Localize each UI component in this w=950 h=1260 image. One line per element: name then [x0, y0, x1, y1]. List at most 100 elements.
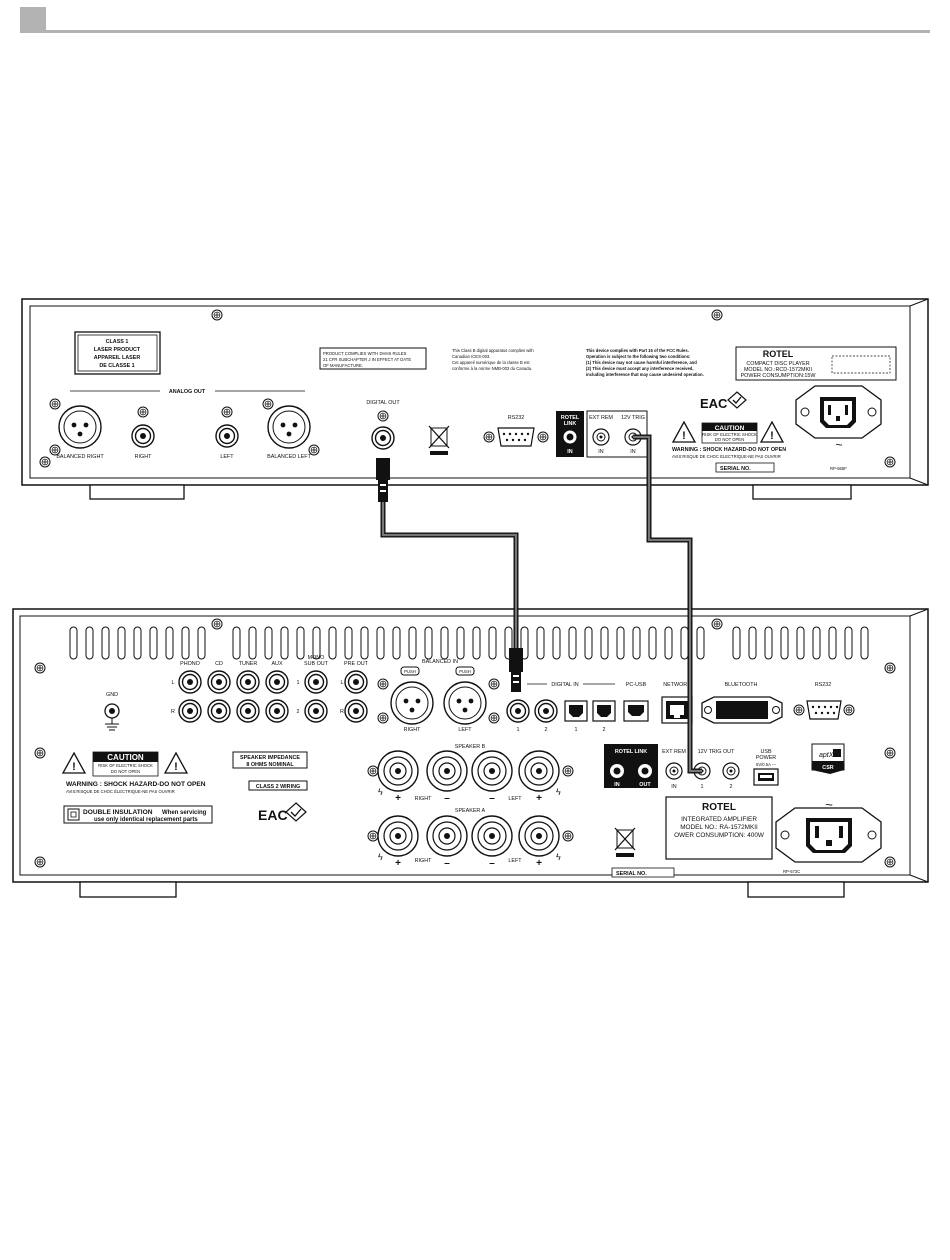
trig-label: 12V TRIG [621, 415, 645, 421]
right-label: RIGHT [415, 796, 432, 802]
screw-icon [211, 309, 223, 321]
speaker-a-left-plus[interactable] [518, 815, 560, 857]
phono-l-jack[interactable] [178, 670, 202, 694]
digital-out-jack[interactable] [371, 426, 395, 450]
canada-line: Cet appareil numérique de la classe B es… [452, 360, 530, 365]
plus-sign: + [395, 858, 401, 869]
network-port[interactable] [661, 696, 693, 724]
fcc-line: Operation is subject to the following tw… [586, 354, 690, 359]
speaker-b-left-minus[interactable] [471, 750, 513, 792]
model-code: RP-573C [783, 869, 800, 874]
speaker-b-label: SPEAKER B [455, 744, 486, 750]
rotel-link-label: ROTEL LINK [615, 749, 647, 755]
usb-label: USB [760, 749, 771, 755]
ext-rem-in: IN [598, 449, 603, 455]
coax-2-jack[interactable] [534, 699, 558, 723]
pc-usb-port[interactable] [623, 700, 649, 722]
speaker-b-right-plus[interactable] [377, 750, 419, 792]
pre-out-l-jack[interactable] [344, 670, 368, 694]
screw-icon [367, 765, 379, 777]
screw-icon [562, 765, 574, 777]
screw-icon [34, 662, 46, 674]
ext-rem-jack[interactable] [665, 762, 683, 780]
screw-icon [211, 618, 223, 630]
ext-rem-in: IN [671, 784, 676, 790]
rs232-port[interactable] [793, 700, 855, 720]
bluetooth-antenna-port[interactable] [701, 696, 783, 724]
section-marker [20, 7, 46, 33]
tuner-label: TUNER [239, 661, 258, 667]
when-servicing: When servicing [162, 810, 207, 816]
product-line: COMPACT DISC PLAYER [746, 361, 809, 367]
caution-sub: RISK OF ELECTRIC SHOCK [98, 763, 153, 768]
plus-sign: + [536, 858, 542, 869]
usb-power-port[interactable] [753, 768, 779, 786]
balanced-in-right-xlr[interactable]: PUSH [390, 666, 434, 725]
screw-icon [34, 747, 46, 759]
aux-r-jack[interactable] [265, 699, 289, 723]
push-label: PUSH [404, 669, 416, 674]
speaker-a-left-minus[interactable] [471, 815, 513, 857]
product-label: ROTEL COMPACT DISC PLAYER MODEL NO.:RCD-… [735, 346, 897, 381]
tuner-r-jack[interactable] [236, 699, 260, 723]
rs232-port[interactable] [483, 427, 549, 447]
cd-l-jack[interactable] [207, 670, 231, 694]
tuner-l-jack[interactable] [236, 670, 260, 694]
two-label: 2 [297, 709, 300, 715]
screw-icon [884, 662, 896, 674]
coaxial-digital-cable [376, 458, 523, 692]
digital-in-label: DIGITAL IN [551, 682, 578, 688]
speaker-a-right-minus[interactable] [426, 815, 468, 857]
class2-text: CLASS 2 WIRING [256, 784, 300, 790]
phono-r-jack[interactable] [178, 699, 202, 723]
brand: ROTEL [702, 802, 736, 813]
balanced-in-label: BALANCED IN [422, 659, 458, 665]
amplifier-panel: GND PHONO CD TUNER AUX MONO SUB OUT PRE … [12, 608, 929, 898]
speaker-a-right-plus[interactable] [377, 815, 419, 857]
optical-1-port[interactable] [564, 700, 588, 722]
coax-1-jack[interactable] [506, 699, 530, 723]
balanced-right-xlr[interactable] [58, 405, 102, 449]
sub-out-2-jack[interactable] [304, 699, 328, 723]
plus-sign: + [395, 793, 401, 804]
minus-sign: – [444, 858, 450, 869]
warning-text: WARNING : SHOCK HAZARD-DO NOT OPEN [672, 447, 786, 453]
ext-rem-jack[interactable] [592, 428, 610, 446]
dhhs-line: OF MANUFACTURE. [323, 363, 363, 368]
caution-sub: RISK OF ELECTRIC SHOCK [702, 432, 757, 437]
screw-icon [488, 712, 500, 724]
screw-icon [377, 712, 389, 724]
ext-rem-label: EXT REM [589, 415, 613, 421]
aux-label: AUX [271, 661, 282, 667]
warning-text-fr: AVIS:RISQUE DE CHOC ELECTRIQUE-NE PAS OU… [672, 454, 781, 459]
rca-right-jack[interactable] [131, 424, 155, 448]
caution-box: CAUTION RISK OF ELECTRIC SHOCK DO NOT OP… [92, 751, 159, 777]
balanced-left-xlr[interactable] [267, 405, 311, 449]
page-header [0, 0, 950, 40]
rotel-link-block: ROTEL LINK IN [556, 411, 584, 457]
speaker-b-right-minus[interactable] [426, 750, 468, 792]
foot [752, 484, 852, 500]
sub-out-1-jack[interactable] [304, 670, 328, 694]
power-inlet[interactable] [795, 385, 882, 439]
rca-left-jack[interactable] [215, 424, 239, 448]
power-inlet[interactable] [775, 807, 882, 863]
trig-out-2-jack[interactable] [722, 762, 740, 780]
dhhs-line: 21 CFR SUBCHAPTER J IN EFFECT AT DATE [323, 357, 411, 362]
coax-1-label: 1 [517, 727, 520, 733]
rotel-link-block: ROTEL LINK IN OUT [604, 744, 658, 788]
balanced-in-left-xlr[interactable]: PUSH [443, 666, 487, 725]
foot [747, 881, 845, 898]
fcc-line: (1) This device may not cause harmful in… [586, 360, 697, 365]
pre-out-r-jack[interactable] [344, 699, 368, 723]
speaker-b-left-plus[interactable] [518, 750, 560, 792]
minus-sign: – [444, 793, 450, 804]
left-label: LEFT [458, 727, 472, 733]
laser-line: LASER PRODUCT [94, 347, 141, 353]
optical-2-port[interactable] [592, 700, 616, 722]
aux-l-jack[interactable] [265, 670, 289, 694]
speaker-a-label: SPEAKER A [455, 808, 486, 814]
cd-r-jack[interactable] [207, 699, 231, 723]
ground-terminal[interactable] [104, 703, 120, 731]
